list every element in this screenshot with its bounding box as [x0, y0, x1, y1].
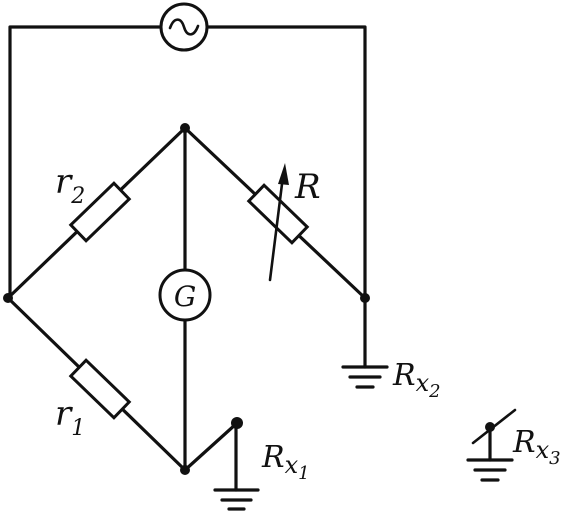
node-top [180, 123, 190, 133]
node-bottom [180, 465, 190, 475]
ac-source-icon [159, 2, 209, 52]
supply-loop [8, 2, 367, 300]
label-r: R [294, 167, 321, 207]
resistor-r1 [68, 358, 132, 420]
wire-to-rx1-terminal [183, 422, 238, 492]
node-right [360, 293, 370, 303]
ground-icon [341, 365, 389, 389]
galvanometer-label: G [174, 280, 196, 313]
ground-icon [213, 488, 260, 511]
galvanometer-icon: G [158, 268, 212, 322]
node-rx1 [231, 417, 243, 429]
resistor-r2 [68, 181, 132, 243]
node-left [3, 293, 13, 303]
label-rx3: Rx3 [512, 425, 561, 469]
right-supply-wire [206, 25, 367, 300]
left-supply-wire [8, 25, 162, 300]
label-rx2: Rx2 [392, 358, 441, 402]
label-rx1: Rx1 [261, 440, 310, 484]
rx3-terminal [466, 408, 517, 482]
variable-arrow-icon [268, 163, 289, 282]
label-r2: r2 [55, 162, 85, 209]
ground-icon [466, 458, 514, 482]
label-r1: r1 [55, 394, 85, 441]
